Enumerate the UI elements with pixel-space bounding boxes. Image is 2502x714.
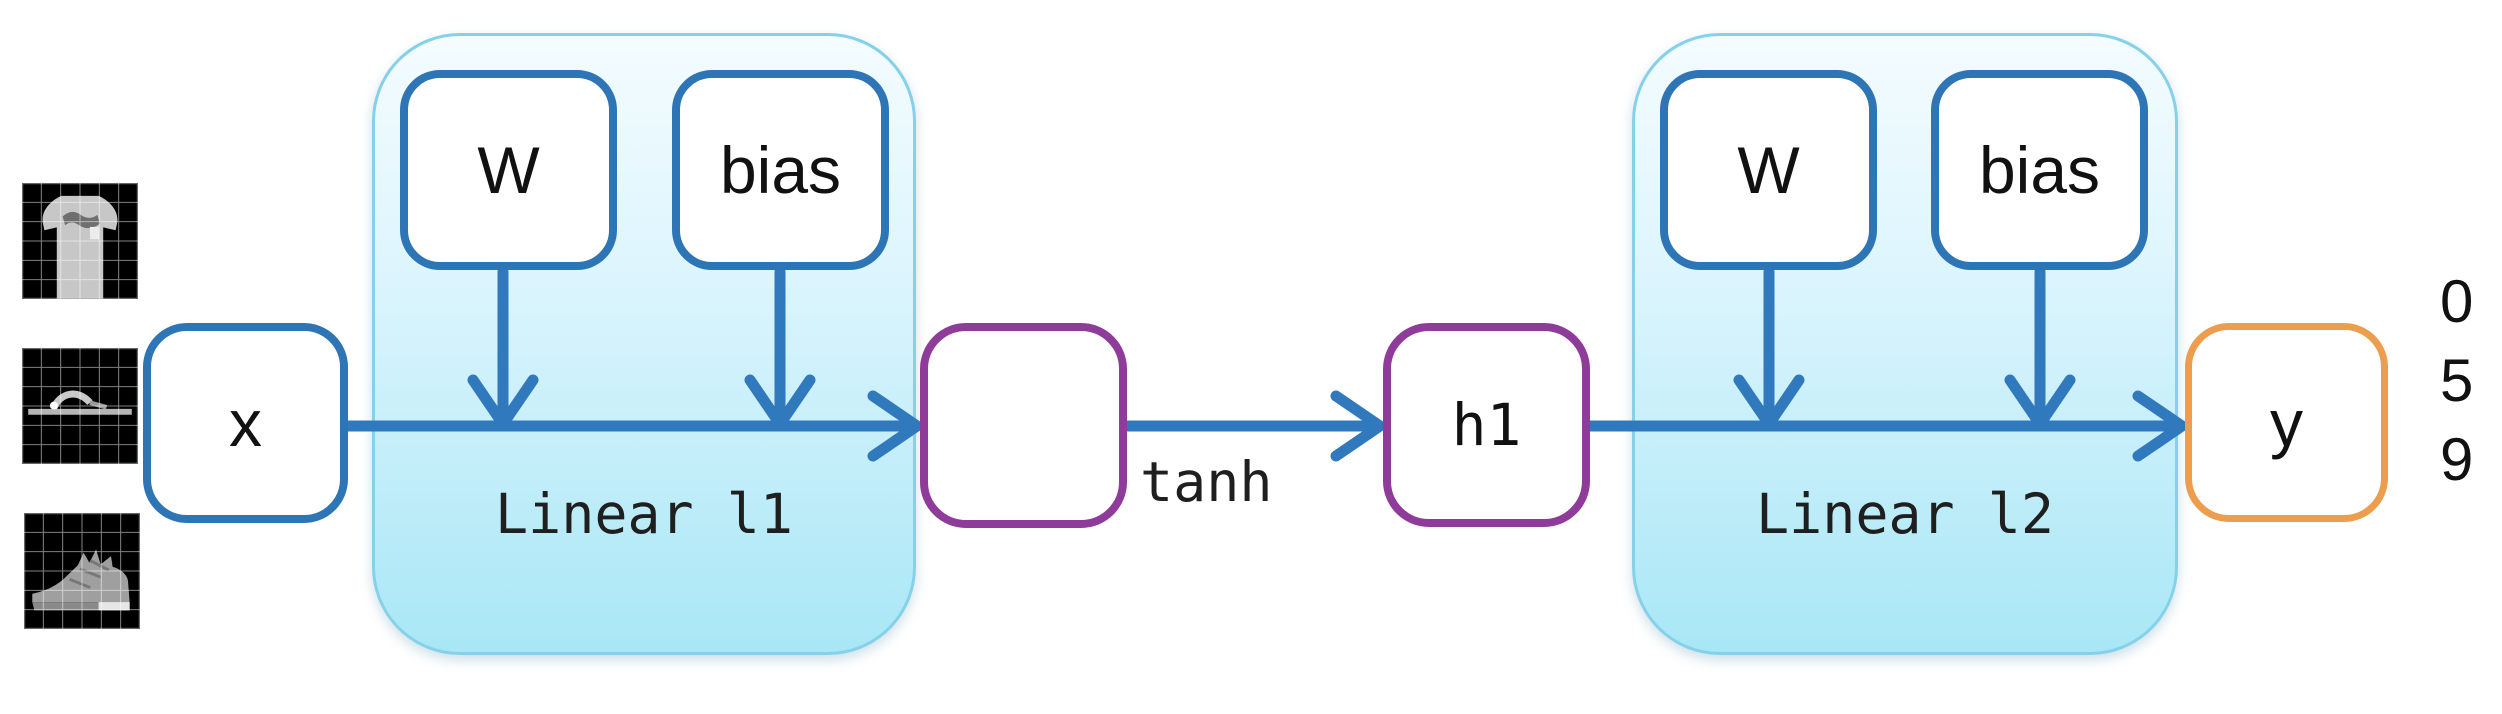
output-class-list: 0 5 9 — [2440, 262, 2473, 499]
bias-box-l2-label: bias — [1978, 133, 2101, 207]
fashion-mnist-tshirt-thumbnail — [22, 183, 138, 299]
tanh-activation-label: tanh — [1140, 450, 1273, 514]
bias-box-l1-label: bias — [719, 133, 842, 207]
weight-box-l2-label: W — [1737, 133, 1800, 207]
output-node-y: y — [2185, 323, 2388, 522]
hidden-node-label: h1 — [1451, 391, 1522, 459]
hidden-node-h1: h1 — [1383, 323, 1590, 527]
output-class-0: 0 — [2440, 268, 2474, 335]
weight-box-l1-label: W — [477, 133, 540, 207]
output-class-5: 5 — [2440, 347, 2474, 414]
input-node-label: x — [229, 386, 262, 460]
bias-box-l1: bias — [672, 70, 889, 270]
weight-box-l1: W — [400, 70, 617, 270]
arrowhead-into-h1 — [1330, 390, 1386, 462]
preactivation-node — [920, 323, 1127, 528]
linear-l2-label: Linear l2 — [1755, 482, 2054, 546]
fashion-mnist-sneaker-thumbnail — [24, 513, 140, 629]
bias-box-l2: bias — [1931, 70, 2148, 270]
weight-box-l2: W — [1660, 70, 1877, 270]
fashion-mnist-sandal-thumbnail — [22, 348, 138, 464]
output-class-9: 9 — [2440, 426, 2474, 493]
output-node-label: y — [2270, 385, 2303, 460]
input-node-x: x — [143, 323, 348, 523]
linear-l1-label: Linear l1 — [494, 482, 793, 546]
